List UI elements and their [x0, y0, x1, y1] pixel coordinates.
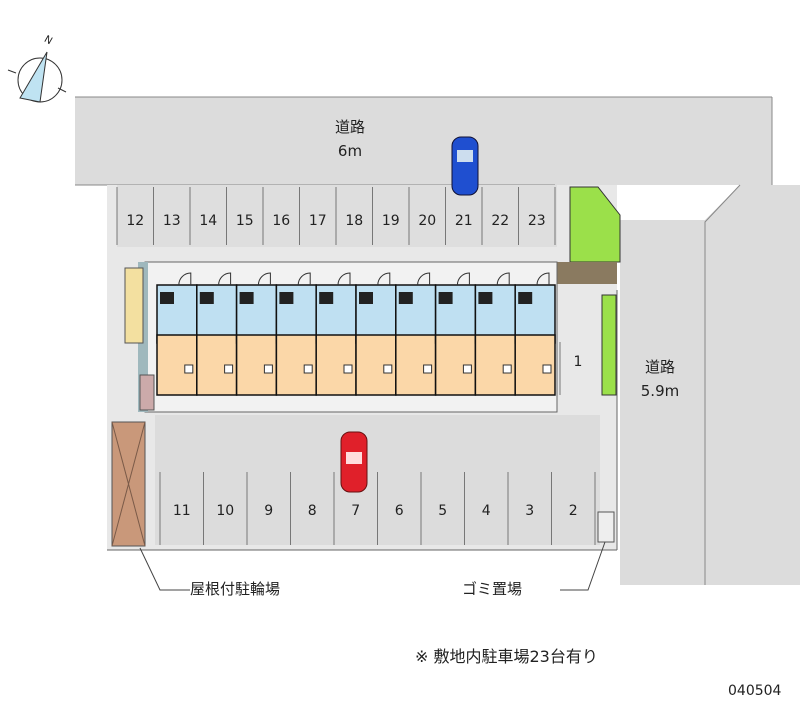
- door-swing-icon: [417, 272, 431, 286]
- apartment-unit: [514, 272, 556, 396]
- car-red: [340, 431, 368, 493]
- door-swing-icon: [218, 272, 232, 286]
- parking-stall-14: 14: [199, 213, 218, 229]
- parking-stall-10: 10: [216, 503, 235, 519]
- apartment-units: [156, 272, 556, 396]
- parking-stall-15: 15: [235, 213, 254, 229]
- parking-stalls: [116, 187, 596, 545]
- kitchen-icon: [518, 292, 533, 304]
- parking-note: ※ 敷地内駐車場23台有り: [415, 647, 598, 666]
- parking-stall-8: 8: [307, 503, 317, 519]
- storage-area: [124, 267, 144, 344]
- apartment-unit: [315, 272, 357, 396]
- door-swing-icon: [377, 272, 391, 286]
- kitchen-icon: [438, 292, 453, 304]
- parking-stall-3: 3: [525, 503, 535, 519]
- parking-stall-17: 17: [308, 213, 327, 229]
- kitchen-icon: [398, 292, 413, 304]
- window-icon: [542, 364, 552, 374]
- compass-icon: [7, 51, 67, 103]
- kitchen-icon: [279, 292, 294, 304]
- property-code: 040504: [728, 683, 782, 699]
- window-icon: [343, 364, 353, 374]
- apartment-unit: [434, 272, 477, 396]
- window-icon: [423, 364, 433, 374]
- unit-room: [156, 334, 198, 396]
- parking-stall-9: 9: [264, 503, 274, 519]
- parking-stall-13: 13: [162, 213, 181, 229]
- bicycle-parking-label: 屋根付駐輪場: [190, 580, 281, 598]
- bicycle-parking-leader: [139, 547, 190, 591]
- door-swing-icon: [337, 272, 351, 286]
- kitchen-icon: [239, 292, 254, 304]
- road-top-name: 道路: [334, 118, 365, 136]
- parking-stall-23: 23: [527, 213, 546, 229]
- door-swing-icon: [178, 272, 192, 286]
- car-blue: [451, 136, 479, 196]
- kitchen-icon: [199, 292, 214, 304]
- window-icon: [224, 364, 234, 374]
- parking-stall-12: 12: [126, 213, 145, 229]
- green-strip: [601, 294, 617, 396]
- road-right: [620, 185, 800, 585]
- window-icon: [383, 364, 393, 374]
- paved-entrance: [555, 262, 617, 284]
- window-icon: [462, 364, 472, 374]
- utility-box: [139, 374, 155, 411]
- parking-stall-20: 20: [418, 213, 437, 229]
- window-icon: [303, 364, 313, 374]
- door-swing-icon: [297, 272, 311, 286]
- apartment-unit: [156, 272, 198, 396]
- road-top-width: 6m: [337, 142, 363, 160]
- kitchen-icon: [160, 292, 174, 304]
- apartment-unit: [395, 272, 437, 396]
- road-edge: [704, 184, 741, 585]
- kitchen-icon: [478, 292, 493, 304]
- parking-stall-5: 5: [438, 503, 448, 519]
- door-swing-icon: [496, 272, 510, 286]
- parking-stall-4: 4: [481, 503, 491, 519]
- road-top: [75, 97, 772, 185]
- road-right-name: 道路: [644, 358, 675, 376]
- green-area: [569, 186, 621, 263]
- apartment-unit: [355, 272, 397, 396]
- window-icon: [502, 364, 512, 374]
- door-swing-icon: [257, 272, 271, 286]
- garbage-leader: [560, 541, 606, 591]
- parking-stall-16: 16: [272, 213, 291, 229]
- parking-stall-22: 22: [491, 213, 510, 229]
- parking-stall-2: 2: [568, 503, 578, 519]
- kitchen-icon: [359, 292, 373, 304]
- parking-stall-21: 21: [454, 213, 473, 229]
- unit-wet-area: [196, 284, 238, 344]
- window-icon: [263, 364, 273, 374]
- road-right-width: 5.9m: [640, 382, 680, 400]
- parking-stall-1: 1: [573, 354, 583, 370]
- parking-stall-18: 18: [345, 213, 364, 229]
- kitchen-icon: [319, 292, 334, 304]
- apartment-unit: [275, 272, 317, 396]
- parking-stall-6: 6: [394, 503, 404, 519]
- parking-stall-19: 19: [381, 213, 400, 229]
- garbage-area: [597, 511, 615, 543]
- door-swing-icon: [536, 272, 550, 286]
- apartment-unit: [474, 272, 516, 396]
- apartment-unit: [196, 272, 238, 396]
- window-icon: [184, 364, 194, 374]
- door-swing-icon: [456, 272, 470, 286]
- parking-stall-11: 11: [172, 503, 191, 519]
- bicycle-parking-cross: [111, 421, 146, 547]
- apartment-unit: [235, 272, 278, 396]
- garbage-label: ゴミ置場: [462, 580, 523, 598]
- parking-stall-7: 7: [351, 503, 361, 519]
